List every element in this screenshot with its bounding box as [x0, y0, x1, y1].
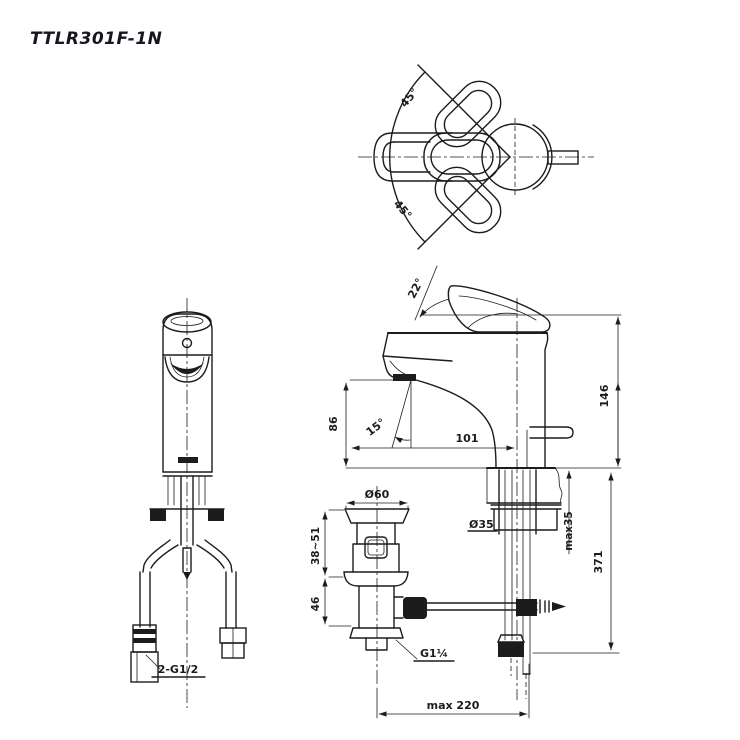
model-number-title: TTLR301F-1N [30, 29, 162, 49]
supply-thread-label: 2-G1/2 [158, 663, 199, 676]
rod-clamp-block [516, 599, 537, 616]
front-view: 2-G1/2 [130, 298, 247, 708]
drain-lower-height-label: 46 [310, 597, 322, 612]
reach-label: 101 [456, 432, 479, 445]
top-angle-lower-label: 45° [391, 198, 414, 222]
spout-angle-label: 15° [364, 416, 388, 439]
height-total-label: 146 [598, 384, 611, 407]
ball-rod-nut [403, 597, 427, 619]
flange-diameter-label: Ø60 [365, 488, 390, 501]
spout-height-label: 86 [327, 416, 340, 432]
rod-reach-label: max 220 [427, 699, 480, 712]
aerator-band [393, 374, 416, 381]
below-counter-label: 371 [592, 551, 605, 574]
hole-diameter-label: Ø35 [469, 518, 494, 531]
supply-connector-nut [498, 642, 524, 657]
drain-adjustment-label: 38~51 [310, 527, 322, 565]
side-view [382, 285, 574, 700]
drain-assembly [343, 486, 427, 686]
front-aerator-band [178, 457, 198, 463]
drain-thread-label: G1¼ [420, 647, 448, 660]
deck-thickness-label: max35 [563, 511, 575, 550]
top-view: 45° 45° [358, 64, 594, 250]
handle-angle-label: 22° [405, 276, 426, 300]
